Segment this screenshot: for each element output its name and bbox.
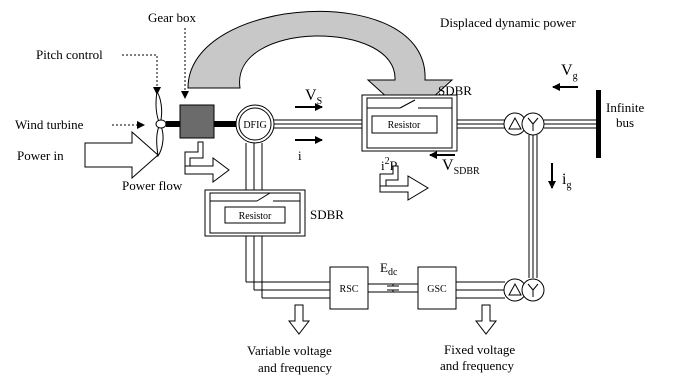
edc-label: Edc [380,260,398,278]
variable-label-line2: and frequency [258,360,332,375]
displaced-power-label: Displaced dynamic power [440,15,576,30]
grid-side-converter [417,266,457,310]
variable-output-arrow [287,304,311,335]
gear-box [179,104,215,139]
displaced-dynamic-power-arrow [187,10,454,119]
drive-shaft-2 [214,121,236,127]
bus-label: bus [616,115,634,130]
rotor-side-converter [329,266,369,310]
pitch-control-label: Pitch control [36,47,103,62]
power-in-label: Power in [17,148,64,163]
variable-label-line1: Variable voltage [247,343,332,358]
power-flow-arrow [184,141,230,183]
power-flow-label: Power flow [122,178,183,193]
rsc-label: RSC [340,284,359,295]
grid-transformer-bottom [503,278,545,302]
gsc-feeder [456,281,505,299]
grid-transformer-top [503,112,545,136]
rotor-line [245,143,330,299]
i2r-heat-arrow [379,165,429,201]
ig-label: ig [562,171,571,191]
dfig-label: DFIG [243,120,266,131]
sdbr-bottom-label: SDBR [310,207,344,222]
dc-link [368,283,418,293]
pitch-control-leader [122,54,161,95]
sdbr-stator-unit [361,94,458,152]
vg-label: Vg [561,62,578,82]
sdbr-top-label: SDBR [438,83,472,98]
vs-label: VS [305,87,322,107]
gsc-label: GSC [427,284,447,295]
gear-box-label: Gear box [148,10,197,25]
stator-line [274,119,505,129]
infinite-label: Infinite [606,100,644,115]
power-in-arrow [84,130,159,180]
fixed-label-line1: Fixed voltage [444,342,515,357]
i-label: i [298,148,302,163]
resistor-top-label: Resistor [388,120,421,131]
resistor-bottom-label: Resistor [239,211,272,222]
bus-feeder [544,119,598,129]
fixed-output-arrow [474,304,498,335]
wind-turbine-label: Wind turbine [15,117,84,132]
vsdbr-label: VSDBR [442,157,480,177]
fixed-label-line2: and frequency [440,358,514,373]
drive-shaft [166,121,180,127]
infinite-bus [596,90,601,158]
sdbr-rotor-unit [204,189,306,237]
wind-turbine-icon [155,90,167,158]
grid-side-vertical [528,135,538,278]
dfig-generator [235,104,275,144]
